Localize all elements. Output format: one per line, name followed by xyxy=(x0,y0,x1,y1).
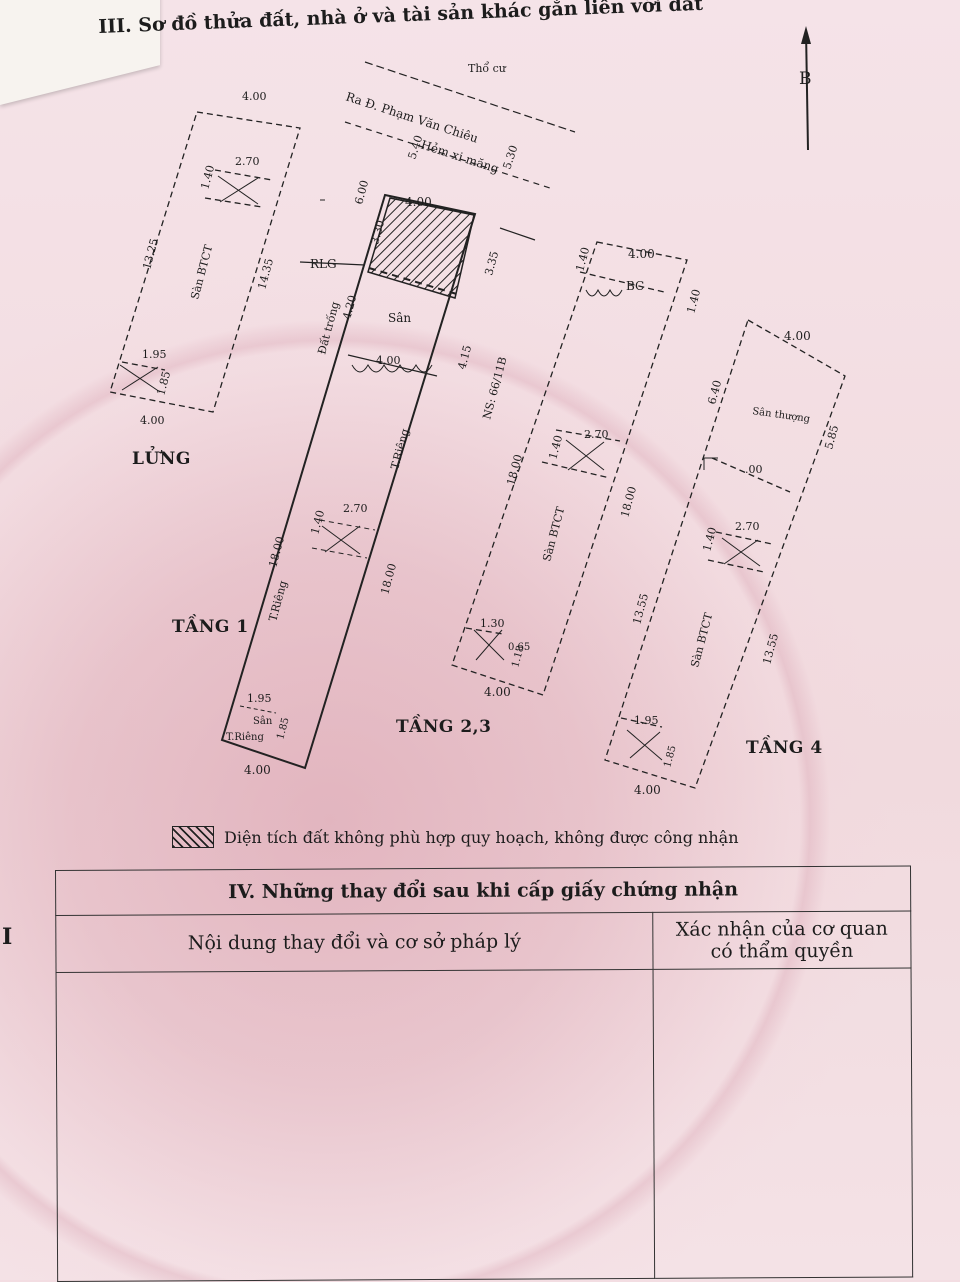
hatch-legend-swatch xyxy=(172,826,214,848)
changes-table-title: IV. Những thay đổi sau khi cấp giấy chứn… xyxy=(55,866,911,916)
t1-dim-270: 2.70 xyxy=(343,502,368,515)
t4-san-btct: Sàn BTCT xyxy=(688,611,715,669)
t23-dim-130: 1.30 xyxy=(480,617,505,630)
t1-san-label: Sân xyxy=(388,311,411,325)
t23-dim-065: 0.65 xyxy=(508,642,530,653)
north-label: B xyxy=(799,69,812,89)
t1-dim-185: 1.85 xyxy=(275,716,291,740)
side-mark: I xyxy=(2,924,13,950)
t4-dim-bottom: 4.00 xyxy=(634,783,661,797)
t4-dim-140: 1.40 xyxy=(700,526,719,553)
content-cell[interactable] xyxy=(56,969,655,1282)
t23-dim-1800-left: 18.00 xyxy=(504,453,525,487)
lung-dim-140: 1.40 xyxy=(198,164,217,191)
road-lines xyxy=(344,61,576,241)
floor-label-tang4: TẦNG 4 xyxy=(746,738,823,758)
t1-t-rieng-1: T.Riêng xyxy=(388,427,411,471)
t23-san-btct: Sàn BTCT xyxy=(540,505,567,563)
alley-label: Hẻm xi măng xyxy=(419,138,501,176)
house-number: NS: 66/11B xyxy=(480,355,509,420)
t1-t-rieng-3: T.Riêng xyxy=(226,732,264,743)
confirmation-line-1: Xác nhận của cơ quan xyxy=(675,917,888,941)
t4-dim-1355-left: 13.55 xyxy=(630,592,651,626)
north-arrow-icon: B xyxy=(799,26,812,151)
t1-dim-335: 3.35 xyxy=(482,250,501,277)
lung-san-btct: Sàn BTCT xyxy=(188,243,215,301)
t1-san-small: Sân xyxy=(253,716,273,727)
t1-dim-415: 4.15 xyxy=(455,344,474,371)
column-header-content: Nội dung thay đổi và cơ sở pháp lý xyxy=(55,912,654,973)
dim-5-30: 5.30 xyxy=(500,144,520,171)
lung-dim-270: 2.70 xyxy=(235,155,260,168)
tang23-stairs xyxy=(473,288,623,661)
t1-dim-1800-left: 18.00 xyxy=(266,535,287,569)
lung-plan xyxy=(109,111,301,413)
tang23-plan xyxy=(451,241,688,696)
t1-dim-330: 3.30 xyxy=(368,219,387,246)
t1-dim-600: 6.00 xyxy=(352,179,371,206)
lung-dim-185: 1.85 xyxy=(154,370,173,397)
t23-dim-270: 2.70 xyxy=(584,428,609,441)
t4-dim-00: .00 xyxy=(745,463,763,476)
confirmation-line-2: có thẩm quyền xyxy=(710,939,854,963)
stair-cross-icon xyxy=(119,175,259,393)
t23-dim-bottom: 4.00 xyxy=(484,685,511,699)
tang4-stairs xyxy=(626,457,761,761)
legend: Diện tích đất không phù hợp quy hoạch, k… xyxy=(172,826,739,848)
t4-dim-640: 6.40 xyxy=(705,379,724,406)
t1-t-rieng-2: T.Riêng xyxy=(266,579,289,623)
legend-text: Diện tích đất không phù hợp quy hoạch, k… xyxy=(224,827,739,847)
t23-dim-1800-right: 18.00 xyxy=(618,485,639,519)
t1-dim-1800-right: 18.00 xyxy=(378,562,399,596)
t1-dim-195: 1.95 xyxy=(247,692,272,705)
lung-dim-top: 4.00 xyxy=(242,90,267,103)
t1-dim-140: 1.40 xyxy=(308,509,327,536)
t1-dim-top: 4.00 xyxy=(405,195,432,209)
t23-dim-140b: 1.40 xyxy=(684,288,703,315)
dat-trong-label: Đất trống xyxy=(315,300,342,356)
t4-dim-195: 1.95 xyxy=(634,714,659,727)
t1-dim-bottom: 4.00 xyxy=(244,763,271,777)
column-header-confirmation: Xác nhận của cơ quan có thẩm quyền xyxy=(652,911,912,970)
lung-dim-1325: 13.25 xyxy=(140,237,161,271)
t4-san-thuong: Sân thượng xyxy=(752,406,812,425)
rlg-label: RLG xyxy=(310,257,337,271)
t23-dim-140c: 1.40 xyxy=(546,434,565,461)
lung-dim-bottom: 4.00 xyxy=(140,414,165,427)
tang1-stairs xyxy=(239,363,433,714)
confirmation-cell[interactable] xyxy=(653,968,913,1279)
t4-dim-270: 2.70 xyxy=(735,520,760,533)
hatched-non-recognized-area xyxy=(367,197,475,299)
tang4-plan xyxy=(604,319,846,789)
t4-dim-185: 1.85 xyxy=(662,744,678,768)
t4-dim-1355-right: 13.55 xyxy=(760,632,781,666)
lung-dim-195: 1.95 xyxy=(142,348,167,361)
floor-label-lung: LỬNG xyxy=(132,449,191,469)
floor-label-tang1: TẦNG 1 xyxy=(172,617,249,637)
t23-dim-top: 4.00 xyxy=(628,247,655,261)
changes-table: IV. Những thay đổi sau khi cấp giấy chứn… xyxy=(55,866,913,1282)
tho-cu-label: Thổ cư xyxy=(468,62,507,75)
t23-dim-140a: 1.40 xyxy=(573,246,592,273)
t1-dim-420: 4.20 xyxy=(340,294,359,321)
floor-label-tang23: TẦNG 2,3 xyxy=(396,717,492,737)
t1-stair-dim: 4.00 xyxy=(376,354,401,367)
t23-bc-label: BC xyxy=(626,279,644,293)
t4-dim-top: 4.00 xyxy=(784,329,811,343)
t4-dim-585: 5.85 xyxy=(822,424,841,451)
